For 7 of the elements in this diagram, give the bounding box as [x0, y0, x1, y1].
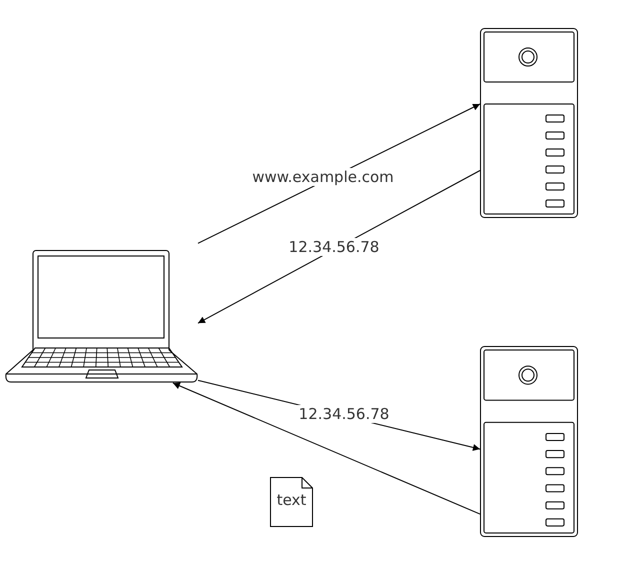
arrow [198, 170, 480, 324]
server-tower-drawing [480, 28, 578, 218]
server-tower-drawing [480, 346, 578, 537]
arrow [172, 382, 480, 515]
laptop-drawing [5, 250, 198, 383]
file-label: text [276, 491, 308, 509]
edge-label: 12.34.56.78 [296, 405, 392, 423]
